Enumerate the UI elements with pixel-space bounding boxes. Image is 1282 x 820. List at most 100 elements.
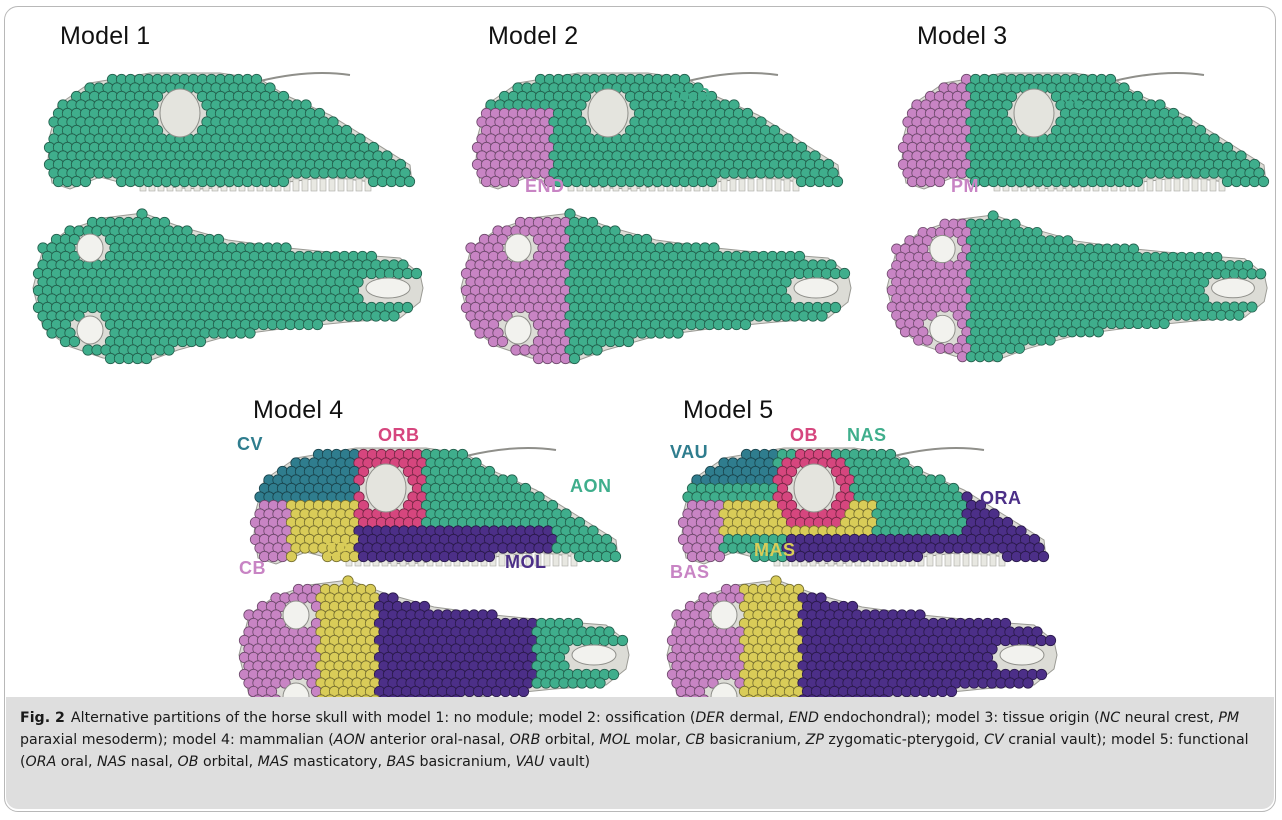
label-aon: AON	[570, 476, 612, 497]
tooth	[945, 554, 951, 566]
cranial-opening	[711, 601, 737, 629]
caption-text: Alternative partitions of the horse skul…	[20, 710, 1249, 770]
cranial-opening	[930, 315, 955, 342]
landmark-sphere	[404, 176, 414, 186]
landmark-sphere	[1234, 310, 1244, 320]
landmark-sphere	[934, 176, 944, 186]
landmark-sphere	[286, 551, 296, 561]
landmark-sphere	[484, 551, 494, 561]
landmark-sphere	[1038, 551, 1048, 561]
landmark-sphere	[402, 302, 412, 312]
nasal-opening	[366, 278, 410, 298]
landmark-sphere	[497, 336, 507, 346]
tooth	[972, 554, 978, 566]
tooth	[293, 179, 299, 191]
tooth	[1174, 179, 1180, 191]
tooth	[320, 179, 326, 191]
tooth	[553, 554, 559, 566]
nasal-opening	[1000, 645, 1044, 665]
label-end: END	[525, 176, 565, 197]
model-3-lateral-skull	[884, 65, 1274, 205]
label-cv: CV	[237, 434, 263, 455]
cranial-opening	[930, 235, 955, 262]
nasal-opening	[572, 645, 616, 665]
crest-line	[1114, 73, 1204, 81]
landmark-sphere	[617, 635, 627, 645]
crest-line	[260, 73, 350, 81]
model-5-title: Model 5	[683, 396, 773, 425]
landmark-sphere	[1093, 327, 1103, 337]
landmark-sphere	[80, 176, 90, 186]
model-4-lateral-skull	[236, 440, 626, 580]
tooth	[766, 179, 772, 191]
tooth	[936, 554, 942, 566]
landmark-sphere	[1014, 343, 1024, 353]
tooth	[963, 554, 969, 566]
tooth	[562, 554, 568, 566]
landmark-sphere	[312, 319, 322, 329]
tooth	[981, 554, 987, 566]
tooth	[1192, 179, 1198, 191]
tooth	[311, 179, 317, 191]
landmark-sphere	[1023, 678, 1033, 688]
label-mol: MOL	[505, 552, 547, 573]
tooth	[721, 179, 727, 191]
tooth	[927, 554, 933, 566]
landmark-sphere	[1256, 269, 1266, 279]
label-nc: NC	[1060, 92, 1087, 113]
tooth	[757, 179, 763, 191]
nasal-opening	[1212, 278, 1255, 298]
orbit-opening	[366, 464, 406, 512]
landmark-sphere	[830, 302, 840, 312]
landmark-sphere	[1036, 669, 1046, 679]
landmark-sphere	[817, 311, 827, 321]
label-der: DER	[671, 85, 711, 106]
model-2-dorsal-skull	[456, 208, 856, 368]
tooth	[1156, 179, 1162, 191]
tooth	[302, 179, 308, 191]
tooth	[338, 179, 344, 191]
landmark-sphere	[508, 176, 518, 186]
label-pm: PM	[951, 176, 979, 197]
model-3-dorsal-skull	[882, 208, 1272, 368]
landmark-sphere	[518, 686, 528, 696]
caption-figure-label: Fig. 2	[20, 710, 65, 726]
landmark-sphere	[278, 176, 288, 186]
cranial-opening	[505, 316, 531, 344]
landmark-sphere	[141, 353, 151, 363]
model-3-title: Model 3	[917, 22, 1007, 51]
tooth	[954, 554, 960, 566]
label-ora: ORA	[980, 488, 1022, 509]
landmark-sphere	[1132, 176, 1142, 186]
tooth	[356, 179, 362, 191]
tooth	[784, 179, 790, 191]
model-5-lateral-skull	[664, 440, 1054, 580]
label-bas: BAS	[670, 562, 710, 583]
landmark-sphere	[832, 176, 842, 186]
landmark-sphere	[623, 336, 633, 346]
model-4-title: Model 4	[253, 396, 343, 425]
orbit-opening	[1014, 89, 1054, 137]
model-1-dorsal-skull	[28, 208, 428, 368]
model-2-title: Model 2	[488, 22, 578, 51]
label-zp: ZP	[325, 540, 349, 561]
landmark-sphere	[912, 551, 922, 561]
tooth	[347, 179, 353, 191]
landmark-sphere	[839, 268, 849, 278]
landmark-sphere	[946, 686, 956, 696]
cranial-opening	[505, 234, 531, 262]
landmark-sphere	[411, 268, 421, 278]
tooth	[1201, 179, 1207, 191]
cranial-opening	[77, 316, 103, 344]
crest-line	[894, 448, 984, 456]
landmark-sphere	[610, 551, 620, 561]
landmark-sphere	[740, 319, 750, 329]
landmark-sphere	[389, 311, 399, 321]
tooth	[329, 179, 335, 191]
landmark-sphere	[592, 345, 602, 355]
tooth	[739, 179, 745, 191]
landmark-sphere	[992, 352, 1002, 362]
label-nas: NAS	[847, 425, 887, 446]
tooth	[1147, 179, 1153, 191]
